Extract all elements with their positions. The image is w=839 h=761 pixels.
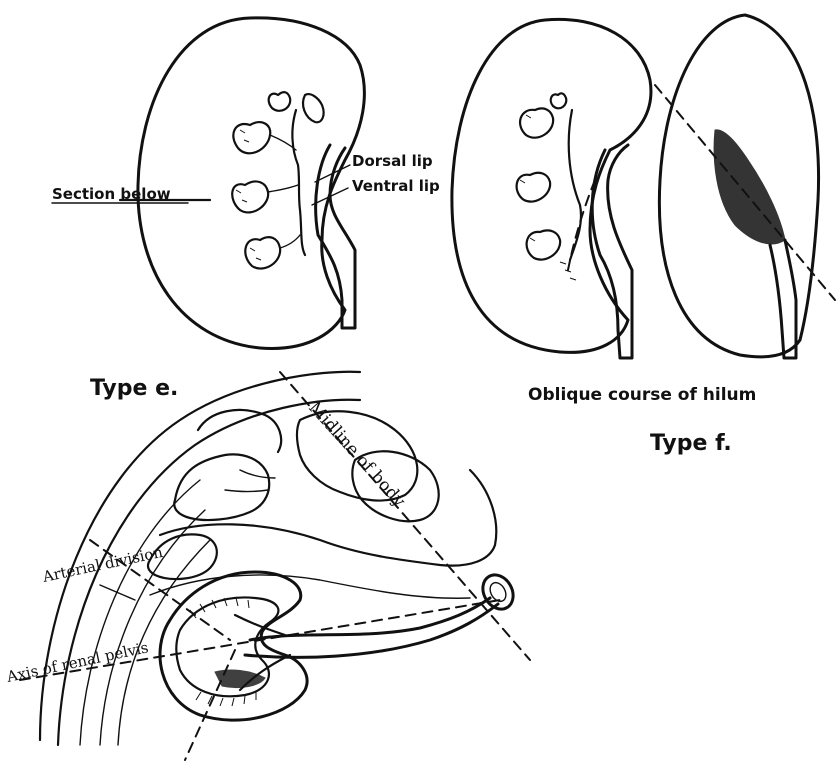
type-f-left-kidney-outline [452,19,651,352]
midline-label: Midline of body [304,398,409,512]
lower-axis-line [185,650,235,760]
type-e-label: Type e. [90,376,178,401]
type-e-calyces [232,92,323,268]
type-f-oblique-axis [655,85,835,300]
type-f-hilum-shading [714,130,785,244]
type-f-label: Type f. [650,431,732,456]
peritoneal-line [160,470,496,566]
vertebral-body [174,454,269,520]
dorsal-lip-label: Dorsal lip [352,152,433,170]
oblique-course-label: Oblique course of hilum [528,385,756,405]
section-below-label: Section below [52,185,171,203]
vertebral-arch [198,410,281,452]
renal-pelvis [250,598,490,640]
renal-artery [245,604,498,657]
type-e-pelvis [292,110,305,255]
type-f-right-ureter [770,240,796,358]
type-f-kidney-diagram [452,15,835,358]
aorta-cross-section [477,569,519,614]
type-f-calyces [517,93,576,280]
ventral-lip-label: Ventral lip [352,177,440,195]
peritoneal-line-2 [150,575,470,598]
arterial-division-pointer [100,585,135,600]
type-e-kidney-diagram [120,18,364,349]
